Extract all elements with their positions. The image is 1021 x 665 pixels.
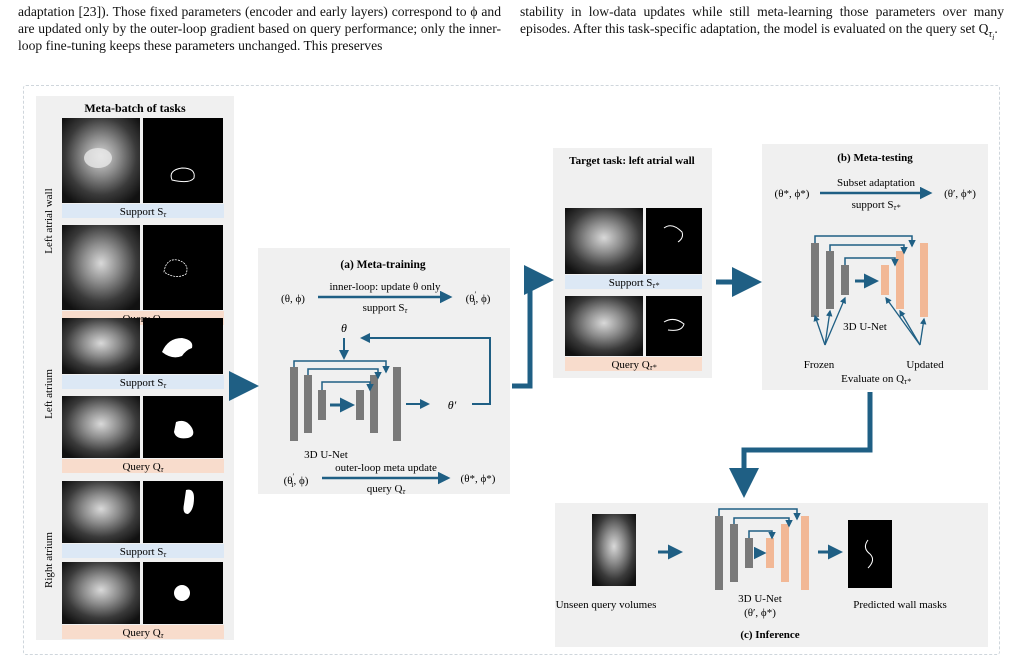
task-group-left-atrium: Support Sτ Query Qτ Left atrium (43, 318, 224, 474)
mask-image (143, 225, 223, 310)
feedback-loop-arrow (360, 333, 491, 405)
mri-image (565, 296, 643, 356)
subset-adaptation-label: Subset adaptation (837, 177, 915, 189)
mask-blob (174, 420, 194, 439)
theta-label: θ (341, 321, 347, 335)
arrow-to-inference (729, 392, 873, 498)
task-group-left-atrial-wall: Support Sτ Query Qτ Left atrial wall (43, 118, 224, 326)
mask-blob (183, 489, 194, 514)
mask-image (646, 208, 702, 274)
predicted-masks-label: Predicted wall masks (853, 599, 946, 611)
text-column-right: stability in low-data updates while stil… (520, 4, 1004, 46)
evaluate-label: Evaluate on Qτ* (841, 373, 911, 386)
target-query-label: Query Qτ* (611, 359, 656, 372)
unet-inference (715, 508, 809, 590)
support-band (565, 275, 702, 289)
mri-image (62, 396, 140, 458)
support-label: Support Sτ (120, 206, 168, 219)
task-group-right-atrium: Support Sτ Query Qτ Right atrium (43, 481, 224, 640)
mask-image (143, 481, 223, 543)
mask-blob (174, 585, 190, 601)
query-band (62, 625, 224, 639)
meta-testing-result: (θ′, ϕ*) (944, 188, 976, 200)
mask-image (143, 118, 223, 203)
mri-image (62, 225, 140, 310)
inner-loop-start: (θ, ϕ) (281, 293, 305, 305)
target-task-title: Target task: left atrial wall (569, 155, 694, 167)
text-column-left: adaptation [23]). Those fixed parameters… (18, 4, 501, 54)
group-label: Right atrium (43, 532, 55, 588)
inner-loop-result: (θ′i, ϕ) (466, 290, 491, 307)
support-band (62, 204, 224, 218)
inner-loop-support: support Sτ (363, 302, 409, 315)
query-band (62, 459, 224, 473)
paragraph-left: adaptation [23]). Those fixed parameters… (18, 4, 501, 53)
paragraph-right-subsub: i (992, 32, 995, 42)
support-band (62, 544, 224, 558)
meta-batch-title: Meta-batch of tasks (84, 101, 186, 115)
group-label: Left atrial wall (43, 188, 55, 253)
meta-testing-unet-label: 3D U-Net (843, 321, 887, 333)
group-label: Left atrium (43, 369, 55, 419)
mri-image (565, 208, 643, 274)
query-band (565, 357, 702, 371)
frozen-label: Frozen (804, 359, 835, 371)
unet-meta-training (290, 360, 401, 441)
meta-testing-title: (b) Meta-testing (837, 152, 913, 164)
theta-prime-label: θ′ (448, 398, 457, 412)
unet-meta-testing (811, 235, 928, 317)
meta-training-title: (a) Meta-training (340, 259, 426, 271)
paragraph-right: stability in low-data updates while stil… (520, 4, 1004, 46)
mask-image (646, 296, 702, 356)
inner-loop-label: inner-loop: update θ only (329, 281, 441, 293)
outer-loop-start: (θ′i, ϕ) (284, 472, 309, 489)
unet-label: 3D U-Net (304, 449, 348, 461)
mask-blob (162, 338, 193, 358)
paragraph-right-text: stability in low-data updates while stil… (520, 4, 1004, 36)
inference-title: (c) Inference (740, 629, 799, 641)
arrow-to-target-task (512, 265, 554, 389)
figure-frame (23, 85, 1000, 655)
mri-image (62, 481, 140, 543)
outer-loop-label: outer-loop meta update (335, 462, 437, 474)
mask-contour (170, 167, 195, 183)
query-label: Query Qτ (122, 461, 164, 474)
support-label: Support Sτ (120, 377, 168, 390)
updated-label: Updated (906, 359, 944, 371)
paragraph-right-end: . (994, 20, 998, 36)
inference-unet-label: 3D U-Net (738, 593, 782, 605)
meta-testing-panel (762, 144, 988, 390)
outer-loop-query: query Qτ (367, 483, 407, 496)
support-band (62, 375, 224, 389)
outer-loop-result: (θ*, ϕ*) (461, 473, 496, 485)
mri-image (62, 318, 140, 374)
target-support-label: Support Sτ* (609, 277, 660, 290)
paragraph-right-sub: τ (988, 28, 993, 40)
unseen-volume-image (592, 514, 636, 586)
unseen-volumes-label: Unseen query volumes (556, 599, 657, 611)
meta-testing-support: support Sτ* (852, 199, 901, 212)
support-label: Support Sτ (120, 546, 168, 559)
meta-testing-start: (θ*, ϕ*) (775, 188, 810, 200)
query-label: Query Qτ (122, 627, 164, 640)
inference-params-label: (θ′, ϕ*) (744, 607, 776, 619)
mri-image (62, 562, 140, 624)
